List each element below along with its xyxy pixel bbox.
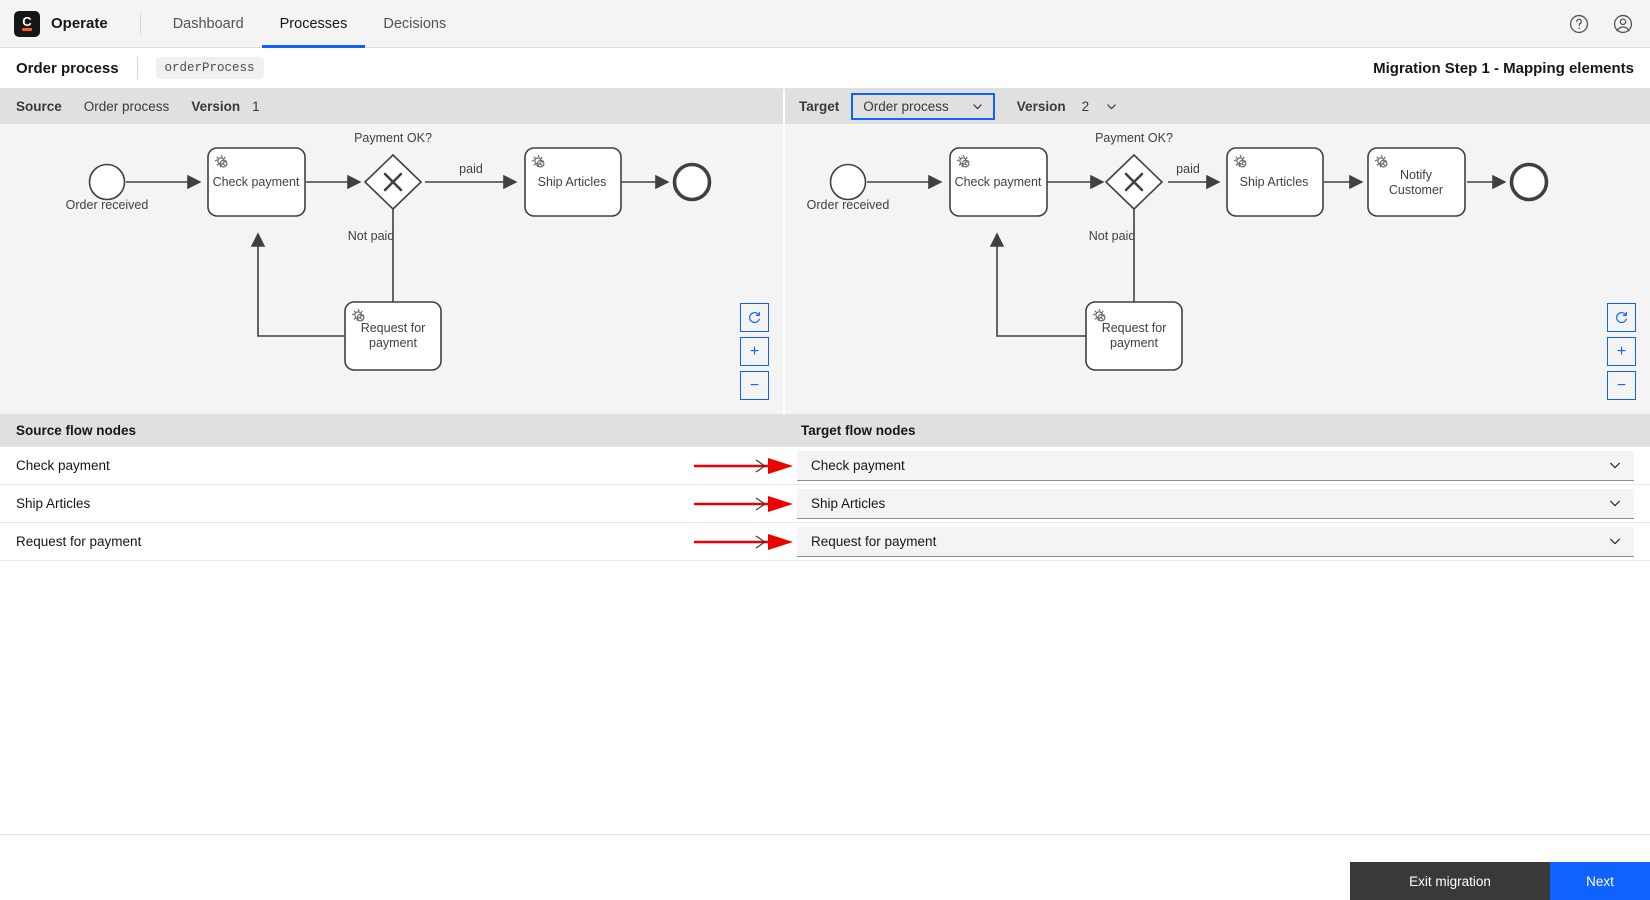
table-row: Check payment Check payment (0, 447, 1650, 485)
target-node-cell: Check payment (797, 450, 1650, 481)
source-task-3-label-line1: Request for (361, 321, 426, 335)
source-task-2-label: Ship Articles (538, 175, 607, 189)
chevron-down-icon (1608, 534, 1622, 548)
target-version-select[interactable]: 2 (1078, 97, 1123, 116)
target-node-select[interactable]: Check payment (797, 450, 1634, 481)
target-zoom-controls: + − (1607, 303, 1636, 400)
target-task-2-label: Ship Articles (1240, 175, 1309, 189)
target-node-value: Request for payment (811, 533, 937, 549)
target-flow-nodes-header: Target flow nodes (801, 423, 916, 438)
target-zoom-in-button[interactable]: + (1607, 337, 1636, 366)
target-start-event-label: Order received (807, 198, 890, 212)
next-button[interactable]: Next (1550, 862, 1650, 900)
source-version-value: 1 (252, 99, 260, 114)
source-node-name: Ship Articles (16, 496, 91, 511)
chevron-down-icon (1105, 100, 1118, 113)
exit-migration-button[interactable]: Exit migration (1350, 862, 1550, 900)
table-row: Ship Articles Ship Articles (0, 485, 1650, 523)
target-flow-label-paid: paid (1176, 162, 1200, 176)
target-process-name: Order process (863, 99, 949, 114)
brand-name: Operate (51, 15, 108, 32)
target-node-cell: Request for payment (797, 526, 1650, 557)
source-bpmn-diagram: Order received Check payment Ship Articl… (66, 131, 712, 371)
source-node-name: Request for payment (16, 534, 142, 549)
target-task-4-label-line2: payment (1110, 336, 1158, 350)
target-diagram-pane[interactable]: Order received Check payment Ship Articl… (785, 124, 1650, 414)
target-process-select[interactable]: Order process (851, 93, 995, 120)
target-node-value: Ship Articles (811, 495, 886, 511)
source-gateway-label: Payment OK? (354, 131, 432, 145)
target-node-cell: Ship Articles (797, 488, 1650, 519)
mapping-table-header: Source flow nodes Target flow nodes (0, 414, 1650, 447)
source-task-1-label: Check payment (213, 175, 300, 189)
nav-divider (139, 12, 141, 35)
target-version-label: Version (1016, 99, 1066, 114)
target-gateway-label: Payment OK? (1095, 131, 1173, 145)
source-zoom-in-button[interactable]: + (740, 337, 769, 366)
logo-bar (22, 28, 32, 31)
source-task-3-label-line2: payment (369, 336, 417, 350)
target-task-1-label: Check payment (955, 175, 1042, 189)
source-diagram-pane[interactable]: Order received Check payment Ship Articl… (0, 124, 785, 414)
nav-item-dashboard[interactable]: Dashboard (172, 15, 244, 32)
source-flow-label-not-paid: Not paid (348, 229, 395, 243)
subheader-divider (136, 57, 138, 79)
camunda-logo-icon: C (14, 10, 40, 37)
process-subheader: Order process orderProcess Migration Ste… (0, 48, 1650, 89)
source-toolbar: Source Order process Version 1 (0, 89, 785, 124)
source-flow-nodes-header: Source flow nodes (16, 423, 137, 438)
process-id-badge: orderProcess (155, 57, 264, 79)
user-avatar-icon[interactable] (1612, 13, 1634, 35)
target-node-select[interactable]: Ship Articles (797, 488, 1634, 519)
source-reset-zoom-button[interactable] (740, 303, 769, 332)
target-toolbar: Target Order process Version 2 (785, 89, 1650, 124)
footer-action-bar: Exit migration Next (0, 834, 1650, 900)
target-task-3-label-line2: Customer (1389, 183, 1443, 197)
brand[interactable]: C Operate (14, 10, 108, 37)
target-task-4-label-line1: Request for (1102, 321, 1167, 335)
nav-links: Dashboard Processes Decisions (155, 0, 465, 48)
chevron-down-icon (1608, 496, 1622, 510)
source-process-name: Order process (83, 99, 170, 114)
mapping-table-body: Check payment Check payment Ship Arti (0, 447, 1650, 561)
target-version-value: 2 (1081, 99, 1090, 114)
nav-item-processes[interactable]: Processes (261, 0, 366, 48)
chevron-down-icon (1608, 458, 1622, 472)
source-start-event-label: Order received (66, 198, 149, 212)
target-node-value: Check payment (811, 457, 905, 473)
source-node-name: Check payment (16, 458, 110, 473)
table-row: Request for payment Request for payment (0, 523, 1650, 561)
source-label: Source (16, 99, 62, 114)
target-bpmn-diagram: Order received Check payment Ship Articl… (807, 131, 1549, 371)
logo-letter: C (22, 14, 32, 29)
source-zoom-out-button[interactable]: − (740, 371, 769, 400)
target-task-3-label-line1: Notify (1400, 168, 1433, 182)
target-node-select[interactable]: Request for payment (797, 526, 1634, 557)
target-zoom-out-button[interactable]: − (1607, 371, 1636, 400)
page-title: Order process (16, 59, 119, 77)
source-flow-label-paid: paid (459, 162, 483, 176)
topbar-actions (1568, 13, 1634, 35)
top-navigation-bar: C Operate Dashboard Processes Decisions (0, 0, 1650, 48)
help-circle-icon[interactable] (1568, 13, 1590, 35)
target-label: Target (799, 99, 840, 114)
source-version-label: Version (191, 99, 241, 114)
chevron-down-icon (971, 100, 984, 113)
source-zoom-controls: + − (740, 303, 769, 400)
diagram-panes: Order received Check payment Ship Articl… (0, 124, 1650, 414)
nav-item-decisions[interactable]: Decisions (383, 15, 447, 32)
target-flow-label-not-paid: Not paid (1089, 229, 1136, 243)
panel-toolbars: Source Order process Version 1 Target Or… (0, 89, 1650, 124)
migration-step-title: Migration Step 1 - Mapping elements (1373, 59, 1634, 77)
target-reset-zoom-button[interactable] (1607, 303, 1636, 332)
